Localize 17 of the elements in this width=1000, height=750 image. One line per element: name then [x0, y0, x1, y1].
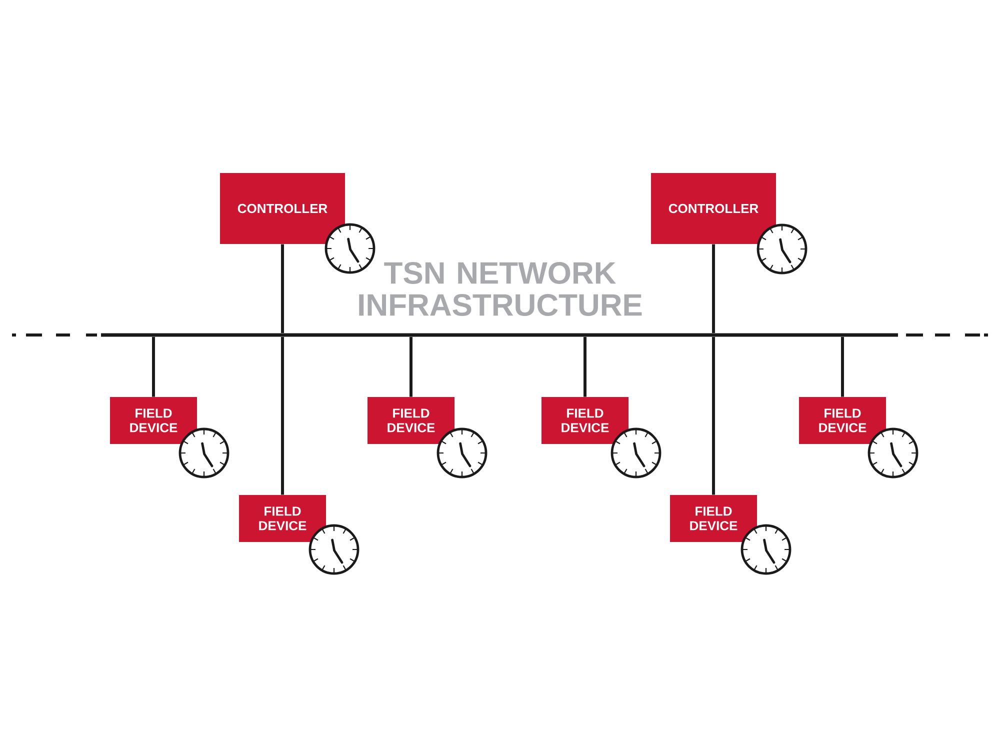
connector-line — [281, 244, 284, 334]
device-box: FIELD DEVICE — [799, 397, 886, 444]
controller-box: CONTROLLER — [651, 173, 776, 244]
connector-line — [712, 244, 715, 334]
connector-line — [841, 336, 844, 397]
device-box: FIELD DEVICE — [670, 495, 757, 542]
device-box: FIELD DEVICE — [542, 397, 628, 444]
connector-line — [152, 336, 155, 397]
device-box: FIELD DEVICE — [368, 397, 454, 444]
connector-line — [584, 336, 586, 397]
connector-line — [712, 336, 715, 495]
connector-line — [410, 336, 412, 397]
device-box: FIELD DEVICE — [239, 495, 326, 542]
device-box: FIELD DEVICE — [110, 397, 197, 444]
controller-box: CONTROLLER — [220, 173, 345, 244]
network-label: TSN NETWORK INFRASTRUCTURE — [359, 262, 642, 316]
connector-line — [281, 336, 284, 495]
